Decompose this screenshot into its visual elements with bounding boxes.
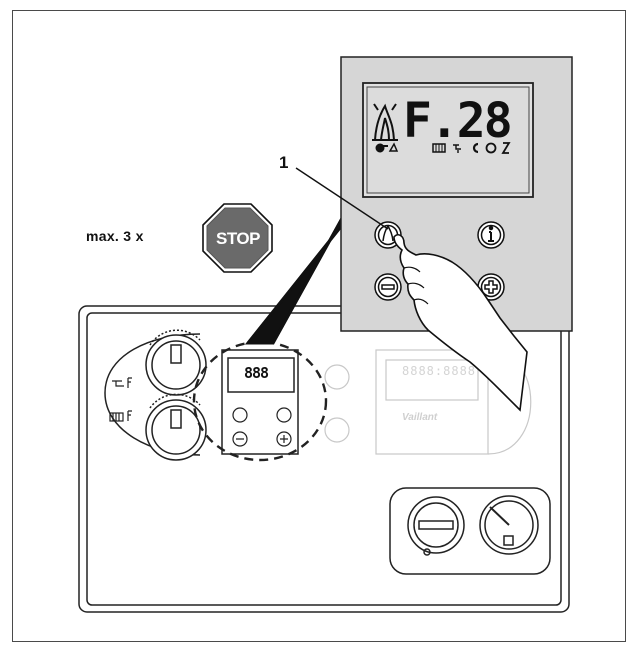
hourglass-icon bbox=[501, 142, 511, 154]
brand-logo: Vaillant bbox=[402, 412, 438, 423]
plus-button-icon bbox=[477, 273, 505, 301]
tap-icon bbox=[112, 377, 132, 388]
stop-sign-icon bbox=[202, 203, 273, 273]
pump-icon bbox=[375, 143, 385, 153]
flame-icon bbox=[372, 103, 398, 141]
heating-knob bbox=[145, 393, 207, 461]
c-symbol bbox=[472, 142, 479, 154]
callout-leader-line bbox=[295, 167, 389, 230]
hot-water-knob bbox=[145, 329, 207, 396]
pressure-gauge-icon bbox=[479, 495, 539, 555]
callout-number: 1 bbox=[279, 153, 289, 172]
zoom-display-panel bbox=[295, 56, 573, 412]
status-symbols bbox=[375, 142, 511, 154]
info-button-icon bbox=[477, 221, 505, 249]
mini-buttons bbox=[232, 407, 292, 447]
minus-button-icon bbox=[374, 273, 402, 301]
radiator-icon bbox=[109, 410, 132, 422]
o-symbol bbox=[485, 142, 497, 154]
stop-sign-text: STOP bbox=[216, 229, 260, 248]
boiler-control-panel bbox=[78, 305, 570, 613]
programmer-lcd-digits: 8888:8888 bbox=[402, 364, 477, 378]
fault-code-display: F.28 bbox=[403, 93, 513, 149]
tap-icon bbox=[453, 144, 461, 153]
hand-icon bbox=[393, 234, 528, 412]
thermostat-dial bbox=[407, 496, 465, 556]
repeat-count-label: max. 3 x bbox=[86, 228, 144, 244]
mini-display-code: 888 bbox=[244, 364, 269, 382]
